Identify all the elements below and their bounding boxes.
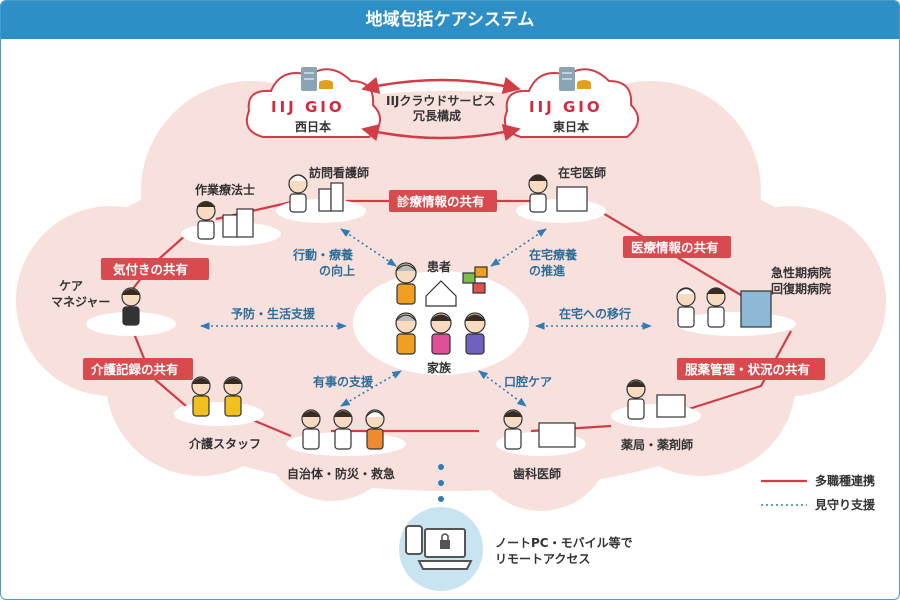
acute-hospital-label-1: 急性期病院 [771, 265, 831, 280]
notice-share-badge [101, 258, 209, 280]
diagnosis-share-badge [389, 190, 497, 212]
dentist-label: 歯科医師 [513, 466, 561, 481]
medical-info-share-text: 医療情報の共有 [631, 240, 719, 255]
transition-label: 在宅への移行 [559, 306, 631, 321]
diagnosis-share-text: 診療情報の共有 [397, 194, 485, 209]
arrow-emergency [340, 370, 402, 407]
home-care-label-2: の推進 [529, 263, 566, 278]
care-record-share-text: 介護記録の共有 [90, 362, 179, 377]
patient-label: 患者 [427, 259, 451, 274]
prevention-label: 予防・生活支援 [231, 306, 316, 321]
page-title: 地域包括ケアシステム [1, 1, 899, 39]
acute-hospital-label-2: 回復期病院 [771, 281, 831, 296]
care-staff-label: 介護スタッフ [188, 436, 261, 451]
people-figures [121, 174, 772, 450]
care-staff-base [174, 402, 264, 426]
redundancy-arrow-top [361, 76, 521, 94]
pharmacy-label: 薬局・薬剤師 [621, 437, 693, 452]
east-label: 東日本 [553, 119, 589, 134]
medical-info-share-badge [623, 236, 731, 258]
legend-multi-profession: 多職種連携 [815, 473, 875, 488]
municipality-label: 自治体・防災・救急 [287, 466, 395, 481]
remote-label-1: ノートPC・モバイル等で [495, 535, 633, 550]
remote-label-2: リモートアクセス [495, 552, 590, 566]
laptop-icon [417, 528, 473, 570]
redundancy-arrow-bottom [361, 124, 521, 142]
emergency-label: 有事の支援 [313, 374, 374, 389]
family-label: 家族 [427, 360, 452, 375]
action-label-2: の向上 [319, 263, 355, 278]
medication-share-text: 服薬管理・状況の共有 [685, 362, 810, 377]
arrow-home-care [490, 228, 547, 267]
west-logo: IIJ GIO [271, 98, 345, 116]
ot-label: 作業療法士 [195, 182, 255, 197]
care-record-share-badge [83, 358, 193, 380]
east-logo: IIJ GIO [529, 98, 603, 116]
care-manager-label-1: ケア [59, 279, 83, 293]
pharmacy-base [611, 404, 701, 428]
west-server-icon [301, 67, 333, 91]
notice-share-text: 気付きの共有 [113, 262, 188, 277]
care-manager-label-2: マネジャー [51, 295, 110, 309]
arrow-action [340, 228, 397, 267]
mobile-icon [405, 525, 423, 555]
visiting-nurse-label: 訪問看護師 [309, 165, 369, 180]
east-server-icon [559, 67, 591, 91]
home-doctor-label: 在宅医師 [558, 165, 606, 180]
redundancy-label-1: IIJクラウドサービス [386, 93, 495, 108]
legend-monitoring: 見守り支援 [814, 497, 876, 512]
action-label-1: 行動・療養 [292, 247, 353, 262]
home-care-label-1: 在宅療養 [529, 247, 577, 262]
oral-care-label: 口腔ケア [504, 374, 552, 389]
medication-share-badge [677, 358, 825, 380]
west-label: 西日本 [295, 119, 331, 134]
redundancy-label-2: 冗長構成 [413, 108, 461, 123]
